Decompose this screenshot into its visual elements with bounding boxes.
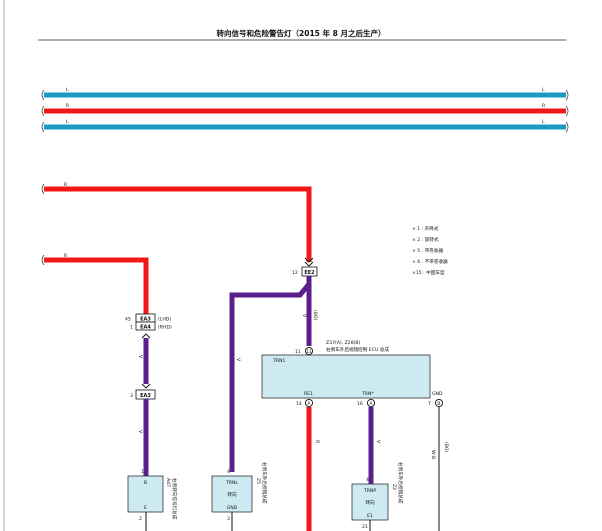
legend-item-5: ×15 : 中国车型: [412, 269, 445, 276]
device-code: Z2: [391, 484, 397, 490]
device-label: TRNP: [363, 488, 376, 494]
connector-name-alt: EA4: [140, 325, 151, 331]
device-rect: [211, 475, 253, 513]
device-sub2: E1: [367, 513, 373, 519]
bus-2-right-label: R: [542, 103, 546, 109]
ecu-pin-top-glyph: 11: [306, 349, 312, 355]
legend-item-4: × 6 : 不带卷收器: [412, 258, 448, 265]
bus-3-left-label: L: [66, 119, 69, 125]
diagram-title: 转向信号和危险警告灯（2015 年 8 月之后生产）: [217, 28, 386, 38]
device-rect: [127, 475, 164, 513]
ea3-link-label: V: [137, 355, 143, 359]
bus-break-left: [41, 89, 45, 133]
device-label: B: [144, 480, 147, 486]
device-sub: 转向: [227, 491, 237, 498]
red-wire-mid: [44, 257, 149, 314]
device-name: 右侧车外后视镜总成: [397, 462, 404, 504]
red-wire-top-break: [41, 183, 45, 195]
ecu-title: Z37(A), Z28(B): [326, 340, 361, 346]
red-wire-mid-label: R: [64, 253, 68, 259]
connector-ee2: EE2 12: [292, 257, 318, 277]
device-code: A47: [165, 478, 171, 487]
pin-label: 16: [357, 401, 363, 407]
pin-glyph: A: [369, 401, 373, 407]
red-wire-top-label: R: [64, 182, 68, 188]
device-b-wire-label: V: [137, 430, 143, 434]
pin-marker: [304, 398, 314, 408]
ecu-term-trn: TRN*: [361, 391, 374, 397]
red-wire-ecu-out-label: R: [314, 440, 320, 444]
wire-color-note: (BO): [312, 310, 318, 320]
connector-pin: 45: [125, 317, 131, 323]
pin-glyph: A: [307, 401, 311, 407]
connector-box-alt: [135, 321, 156, 331]
bus-2-left-label: R: [66, 103, 70, 109]
pin-label: 14: [296, 401, 302, 407]
device-pin-bottom: 2: [139, 516, 142, 522]
trnp-wire-label: V: [375, 440, 381, 444]
chevron-down-icon: [304, 257, 314, 267]
device-sub2: GND: [227, 505, 238, 511]
device-code: Z5: [255, 478, 261, 484]
chevron-down-icon: [141, 383, 151, 389]
legend-item-3: × 5 : 带卷收器: [412, 247, 443, 254]
device-pin-bottom: 21: [362, 524, 368, 530]
connector-name: EE2: [304, 270, 315, 276]
legend-item-1: × 1 : 升降式: [412, 225, 439, 232]
ecu-bottom-pins: A 14 A 16 B 7: [296, 398, 444, 408]
ecu-term-trn1: TRN1: [272, 358, 285, 364]
legend: × 1 : 升降式 × 2 : 旋转式 × 5 : 带卷收器 × 6 : 不带卷…: [412, 225, 448, 276]
chevron-up-icon: [141, 333, 151, 339]
red-wire-mid-break: [41, 254, 45, 266]
pin-label: 7: [428, 401, 431, 407]
ecu-box: 11 11 Z37(A), Z28(B) 右侧车外后视镜控制 ECU 总成 TR…: [261, 340, 443, 399]
pin-glyph: B: [437, 401, 440, 407]
connector-ea3-top: EA3 EA4 45 1 (LHD) (RHD): [125, 313, 172, 339]
connector-note-lhd: (LHD): [158, 317, 171, 323]
device-label: TRNL: [225, 480, 238, 486]
ecu-term-re1: RE1: [304, 391, 313, 397]
connector-ea3-bottom: EA3 3: [130, 389, 156, 400]
device-pin-top: 1: [141, 469, 144, 475]
ground-wire-ref: W-B: [430, 450, 436, 459]
purple-wire-branch: [229, 282, 311, 472]
device-rect: [351, 483, 389, 521]
connector-name: EA3: [140, 317, 151, 323]
branch-wire-label: V: [235, 358, 241, 362]
device-sub: 转向: [365, 499, 375, 506]
device-turn-signal: 1 B E 2 A47 右侧转向信号灯总成: [127, 469, 178, 531]
pin-marker: [434, 398, 444, 408]
ecu-subtitle: 右侧车外后视镜控制 ECU 总成: [326, 346, 389, 353]
connector-pin: 12: [292, 270, 298, 276]
bus-1-right-label: L: [542, 87, 545, 93]
connector-note-rhd: (RHD): [158, 325, 172, 331]
ecu-term-gnd: GND: [432, 391, 443, 397]
ecu-pin-top-label: 11: [295, 349, 301, 355]
pin-marker: [366, 398, 376, 408]
connector-name: EA3: [140, 393, 151, 399]
ecu-rect: [261, 354, 431, 399]
red-wire-top: [44, 186, 312, 262]
bus-group: L L R R L L: [41, 87, 569, 133]
device-name: 右侧车外后视镜总成: [261, 462, 268, 504]
legend-item-2: × 2 : 旋转式: [412, 236, 439, 243]
device-mirror-left: 4 TRNL 转向 GND 3 Z5 右侧车外后视镜总成: [211, 462, 268, 531]
connector-pin-alt: 1: [130, 325, 133, 331]
device-sub: E: [144, 505, 147, 511]
wire-color-label: V: [301, 314, 307, 318]
device-name: 右侧转向信号灯总成: [171, 478, 178, 520]
device-pin-top: 4: [366, 477, 369, 483]
ground-wire-note: (BO): [443, 442, 449, 452]
device-pin-bottom: 3: [227, 516, 230, 522]
device-mirror-right: 4 TRNP 转向 E1 21 Z2 右侧车外后视镜总成: [351, 462, 404, 531]
bus-1-left-label: L: [66, 87, 69, 93]
bus-break-right: [565, 89, 569, 133]
bus-3-right-label: L: [542, 119, 545, 125]
connector-pin: 3: [130, 393, 133, 399]
device-pin-top: 4: [227, 469, 230, 475]
